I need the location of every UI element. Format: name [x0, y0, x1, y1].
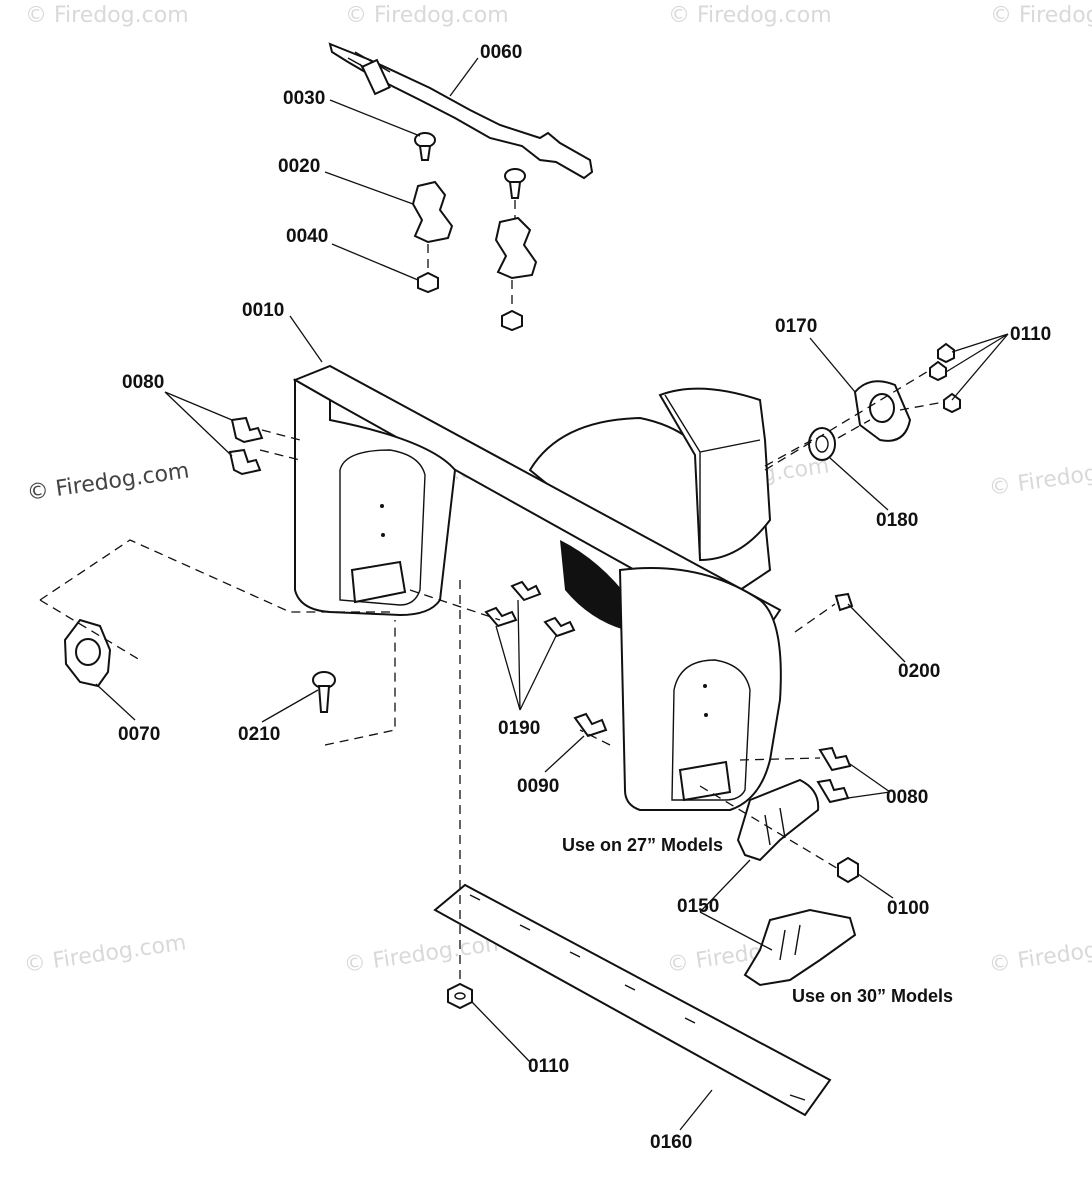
label-0210: 0210 — [238, 724, 280, 745]
model-notes: Use on 27” Models Use on 30” Models — [562, 835, 953, 1006]
note-30-models: Use on 30” Models — [792, 986, 953, 1006]
part-0170-drawing — [853, 380, 912, 442]
label-0190: 0190 — [498, 718, 540, 739]
part-0040-drawing — [417, 271, 523, 332]
label-0080-left: 0080 — [122, 372, 164, 393]
label-0040: 0040 — [286, 226, 328, 247]
label-0030: 0030 — [283, 88, 325, 109]
part-0200-drawing — [834, 592, 854, 612]
label-0200: 0200 — [898, 661, 940, 682]
label-0020: 0020 — [278, 156, 320, 177]
label-0150: 0150 — [677, 896, 719, 917]
watermark-low-4: © Firedog.com — [987, 930, 1092, 978]
label-0060: 0060 — [480, 42, 522, 63]
part-labels: 0060 0030 0020 0040 0010 0080 0170 0110 … — [118, 42, 1051, 1153]
watermark-visible: © Firedog.com — [25, 458, 191, 506]
part-0110-top-drawing — [929, 342, 961, 414]
note-27-models: Use on 27” Models — [562, 835, 723, 855]
watermark-top-2: © Firedog.com — [345, 3, 509, 28]
label-0100: 0100 — [887, 898, 929, 919]
label-0110-bottom: 0110 — [528, 1056, 569, 1077]
part-0080-right-drawing — [816, 746, 852, 804]
label-0070: 0070 — [118, 724, 160, 745]
label-0090: 0090 — [517, 776, 559, 797]
watermark-mid-3: © Firedog.com — [987, 453, 1092, 501]
part-0080-left-drawing — [228, 416, 264, 476]
watermark-top-4: © Firedog.com — [990, 3, 1092, 28]
watermark-top-3: © Firedog.com — [668, 3, 832, 28]
part-0160-drawing — [433, 883, 832, 1117]
part-0190-drawing — [484, 580, 576, 638]
part-0030-drawing — [414, 132, 526, 222]
label-0010: 0010 — [242, 300, 284, 321]
part-0070-drawing — [63, 618, 112, 688]
part-0150-27-drawing — [736, 778, 820, 862]
label-0110-top: 0110 — [1010, 324, 1051, 345]
part-0020-drawing — [411, 180, 538, 305]
part-0180-drawing — [808, 427, 836, 461]
part-0060-drawing — [328, 42, 594, 180]
watermark-low-1: © Firedog.com — [22, 930, 188, 978]
watermark-top-1: © Firedog.com — [25, 3, 189, 28]
part-0110-bottom-drawing — [447, 982, 473, 1010]
leader-lines — [95, 57, 1009, 1131]
part-0100-drawing — [837, 856, 859, 884]
part-0010-housing — [292, 364, 782, 811]
part-0150-30-drawing — [743, 908, 857, 987]
label-0160: 0160 — [650, 1132, 692, 1153]
part-0090-drawing — [573, 712, 608, 738]
assembly-lines — [39, 369, 945, 984]
label-0080-right: 0080 — [886, 787, 928, 808]
label-0180: 0180 — [876, 510, 918, 531]
label-0170: 0170 — [775, 316, 817, 337]
part-0210-drawing — [312, 671, 336, 713]
